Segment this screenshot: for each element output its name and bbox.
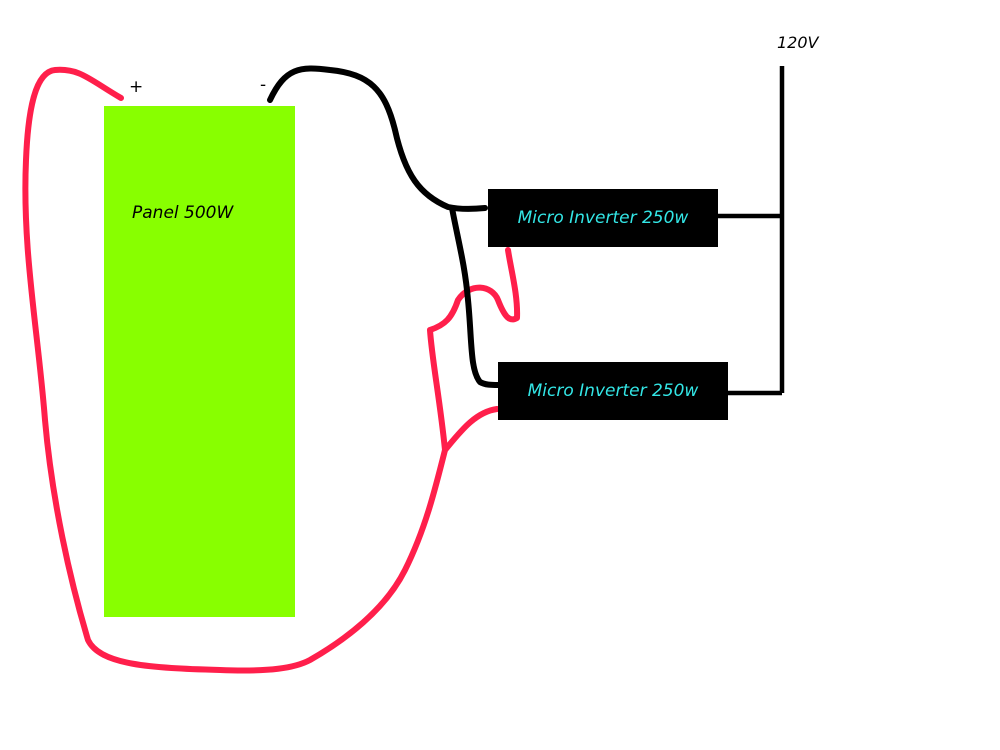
solar-panel: Panel 500W	[104, 106, 295, 617]
positive-terminal-label: +	[129, 77, 144, 97]
panel-label: Panel 500W	[132, 203, 234, 223]
micro-inverter-1-label: Micro Inverter 250w	[517, 208, 689, 228]
negative-wire-branch	[449, 205, 501, 388]
micro-inverter-2: Micro Inverter 250w	[498, 362, 728, 420]
positive-wire-branch	[427, 247, 521, 453]
negative-wire	[267, 65, 488, 212]
micro-inverter-1: Micro Inverter 250w	[488, 189, 718, 247]
negative-terminal-label: -	[260, 75, 267, 95]
positive-wire	[22, 66, 500, 674]
micro-inverter-2-label: Micro Inverter 250w	[527, 381, 699, 401]
bus-voltage-label: 120V	[777, 33, 819, 52]
bus-line	[718, 66, 785, 396]
